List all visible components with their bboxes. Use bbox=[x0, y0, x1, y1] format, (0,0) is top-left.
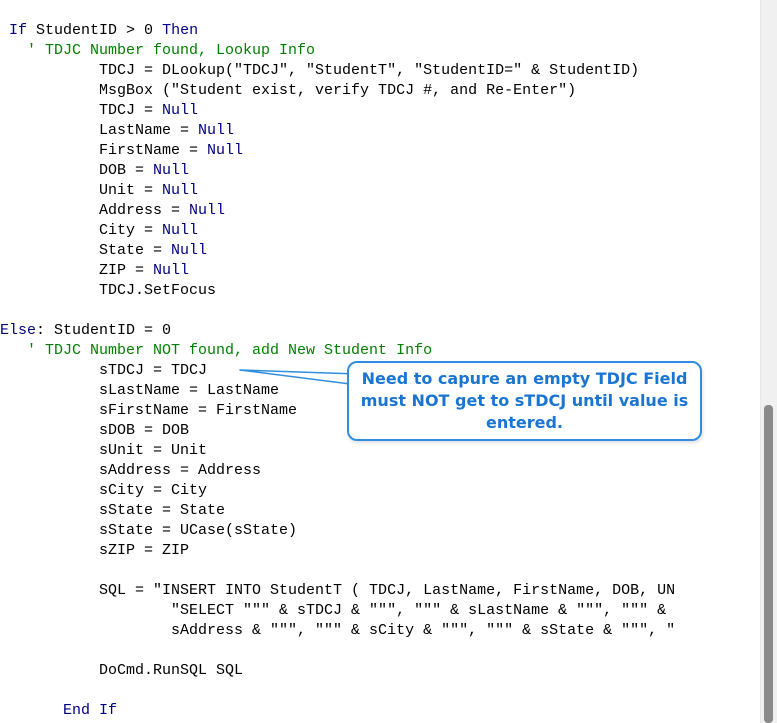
code-line[interactable]: sState = State bbox=[0, 501, 675, 521]
code-keyword: If bbox=[9, 22, 28, 39]
code-text: TDCJ.SetFocus bbox=[0, 282, 217, 299]
code-line[interactable]: sAddress = Address bbox=[0, 461, 675, 481]
code-text: sFirstName = FirstName bbox=[0, 402, 298, 419]
code-text: sAddress = Address bbox=[0, 462, 262, 479]
code-line[interactable]: State = Null bbox=[0, 241, 675, 261]
code-line[interactable]: TDCJ = DLookup("TDCJ", "StudentT", "Stud… bbox=[0, 61, 675, 81]
callout-line-2: must NOT get to sTDCJ until value is bbox=[360, 391, 689, 410]
code-keyword: Null bbox=[189, 202, 226, 219]
code-text bbox=[0, 702, 63, 719]
code-line[interactable] bbox=[0, 641, 675, 661]
code-line[interactable]: DOB = Null bbox=[0, 161, 675, 181]
code-line[interactable]: FirstName = Null bbox=[0, 141, 675, 161]
code-keyword: Null bbox=[162, 182, 199, 199]
code-line[interactable]: End If bbox=[0, 701, 675, 721]
code-line[interactable]: Else: StudentID = 0 bbox=[0, 321, 675, 341]
code-line[interactable]: ' TDJC Number NOT found, add New Student… bbox=[0, 341, 675, 361]
code-text: sZIP = ZIP bbox=[0, 542, 190, 559]
code-text: SQL = "INSERT INTO StudentT ( TDCJ, Last… bbox=[0, 582, 676, 599]
code-text: TDCJ = bbox=[0, 102, 163, 119]
code-text: sAddress & """, """ & sCity & """, """ &… bbox=[0, 622, 676, 639]
scrollbar-thumb[interactable] bbox=[764, 405, 773, 723]
code-line[interactable]: "SELECT """ & sTDCJ & """, """ & sLastNa… bbox=[0, 601, 675, 621]
code-text: sDOB = DOB bbox=[0, 422, 190, 439]
code-line[interactable]: sUnit = Unit bbox=[0, 441, 675, 461]
code-line[interactable]: Unit = Null bbox=[0, 181, 675, 201]
code-line[interactable]: ZIP = Null bbox=[0, 261, 675, 281]
code-keyword: Null bbox=[171, 242, 208, 259]
code-keyword: Null bbox=[162, 102, 199, 119]
code-line[interactable]: sDOB = DOB bbox=[0, 421, 675, 441]
code-text: DoCmd.RunSQL SQL bbox=[0, 662, 244, 679]
code-line[interactable]: sAddress & """, """ & sCity & """, """ &… bbox=[0, 621, 675, 641]
code-text: DOB = bbox=[0, 162, 154, 179]
code-lines[interactable]: If StudentID > 0 Then ' TDJC Number foun… bbox=[0, 21, 675, 721]
code-line[interactable]: sLastName = LastName bbox=[0, 381, 675, 401]
callout-line-1: Need to capure an empty TDJC Field bbox=[361, 369, 688, 388]
code-text: sUnit = Unit bbox=[0, 442, 208, 459]
code-line[interactable] bbox=[0, 301, 675, 321]
code-comment: ' TDJC Number NOT found, add New Student… bbox=[0, 342, 433, 359]
code-keyword: Then bbox=[162, 22, 199, 39]
code-line[interactable]: SQL = "INSERT INTO StudentT ( TDCJ, Last… bbox=[0, 581, 675, 601]
callout-line-3: entered. bbox=[485, 413, 563, 432]
code-text: "SELECT """ & sTDCJ & """, """ & sLastNa… bbox=[0, 602, 667, 619]
code-line[interactable]: Address = Null bbox=[0, 201, 675, 221]
code-line[interactable]: LastName = Null bbox=[0, 121, 675, 141]
code-keyword: Else bbox=[0, 322, 37, 339]
code-line[interactable]: sTDCJ = TDCJ bbox=[0, 361, 675, 381]
code-keyword: Null bbox=[198, 122, 235, 139]
callout-note: Need to capure an empty TDJC Field must … bbox=[347, 361, 702, 441]
code-line[interactable] bbox=[0, 681, 675, 701]
code-line[interactable]: TDCJ.SetFocus bbox=[0, 281, 675, 301]
code-keyword: Null bbox=[207, 142, 244, 159]
code-text: sState = State bbox=[0, 502, 226, 519]
code-line[interactable]: sCity = City bbox=[0, 481, 675, 501]
code-line[interactable]: DoCmd.RunSQL SQL bbox=[0, 661, 675, 681]
code-text: City = bbox=[0, 222, 163, 239]
code-keyword: Null bbox=[162, 222, 199, 239]
code-keyword: Null bbox=[153, 262, 190, 279]
code-text: : StudentID = 0 bbox=[36, 322, 172, 339]
code-text: State = bbox=[0, 242, 172, 259]
code-line[interactable]: sZIP = ZIP bbox=[0, 541, 675, 561]
code-text: Address = bbox=[0, 202, 190, 219]
code-text: sLastName = LastName bbox=[0, 382, 280, 399]
code-text: sCity = City bbox=[0, 482, 208, 499]
vertical-scrollbar[interactable] bbox=[760, 0, 777, 723]
code-keyword: Null bbox=[153, 162, 190, 179]
code-text: ZIP = bbox=[0, 262, 154, 279]
code-comment: ' TDJC Number found, Lookup Info bbox=[0, 42, 316, 59]
code-text: StudentID > 0 bbox=[27, 22, 163, 39]
code-text bbox=[0, 22, 9, 39]
code-keyword: End If bbox=[63, 702, 118, 719]
code-line[interactable]: MsgBox ("Student exist, verify TDCJ #, a… bbox=[0, 81, 675, 101]
code-text: sState = UCase(sState) bbox=[0, 522, 298, 539]
code-text: MsgBox ("Student exist, verify TDCJ #, a… bbox=[0, 82, 577, 99]
code-text: LastName = bbox=[0, 122, 199, 139]
code-line[interactable] bbox=[0, 561, 675, 581]
code-text: FirstName = bbox=[0, 142, 208, 159]
code-line[interactable]: If StudentID > 0 Then bbox=[0, 21, 675, 41]
code-text: Unit = bbox=[0, 182, 163, 199]
code-text: TDCJ = DLookup("TDCJ", "StudentT", "Stud… bbox=[0, 62, 640, 79]
code-line[interactable]: City = Null bbox=[0, 221, 675, 241]
code-line[interactable]: sState = UCase(sState) bbox=[0, 521, 675, 541]
code-line[interactable]: sFirstName = FirstName bbox=[0, 401, 675, 421]
code-text: sTDCJ = TDCJ bbox=[0, 362, 208, 379]
code-line[interactable]: TDCJ = Null bbox=[0, 101, 675, 121]
code-line[interactable]: ' TDJC Number found, Lookup Info bbox=[0, 41, 675, 61]
